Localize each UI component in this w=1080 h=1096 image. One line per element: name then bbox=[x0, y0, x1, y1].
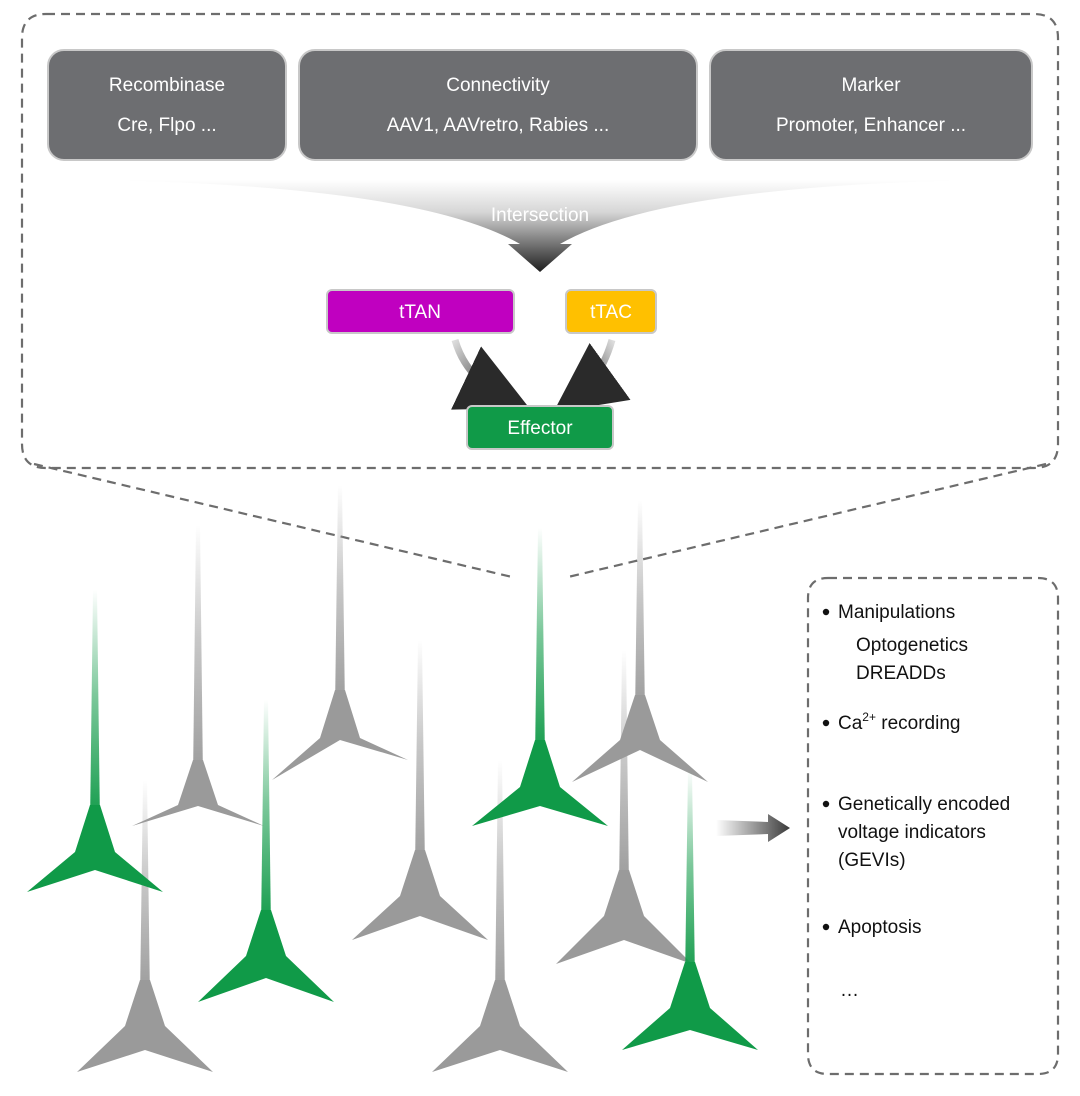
intersection-funnel-arrow bbox=[100, 180, 980, 272]
tTAN-label: tTAN bbox=[399, 302, 441, 323]
mechanism-frame bbox=[20, 12, 1060, 470]
ca-superscript: 2+ bbox=[862, 710, 876, 724]
item-ellipsis: … bbox=[840, 980, 859, 1001]
item-apoptosis: Apoptosis bbox=[838, 917, 921, 938]
connectivity-examples: AAV1, AAVretro, Rabies ... bbox=[387, 115, 609, 136]
gray-neuron bbox=[556, 650, 692, 964]
gray-neuron bbox=[77, 780, 213, 1072]
item-ca-recording: Ca2+ recording bbox=[838, 710, 960, 734]
item-gevi-line2: voltage indicators bbox=[838, 822, 986, 843]
green-neuron bbox=[622, 770, 758, 1050]
marker-title: Marker bbox=[841, 75, 901, 96]
green-neuron bbox=[198, 700, 334, 1002]
bullet bbox=[822, 608, 830, 616]
to-applications-arrow bbox=[716, 814, 790, 842]
intersection-label: Intersection bbox=[491, 205, 589, 226]
item-dreadds: DREADDs bbox=[856, 663, 946, 684]
item-manipulations: Manipulations bbox=[838, 602, 955, 623]
effector-label: Effector bbox=[507, 418, 573, 439]
green-neuron bbox=[27, 590, 163, 892]
ca-prefix: Ca bbox=[838, 713, 863, 734]
recombinase-box: Recombinase Cre, Flpo ... bbox=[47, 49, 287, 161]
bullet bbox=[822, 800, 830, 808]
tTAN-box: tTAN bbox=[326, 289, 515, 334]
applications-list: Manipulations Optogenetics DREADDs Ca2+ … bbox=[822, 602, 1010, 1001]
tTAN-to-effector-arrow bbox=[451, 338, 530, 410]
tTAC-box: tTAC bbox=[565, 289, 657, 334]
bullet bbox=[822, 719, 830, 727]
zoom-line-left bbox=[33, 462, 513, 579]
green-neuron bbox=[472, 528, 608, 826]
tTAC-to-effector-arrow bbox=[553, 339, 631, 413]
connectivity-box: Connectivity AAV1, AAVretro, Rabies ... bbox=[298, 49, 698, 161]
effector-box: Effector bbox=[466, 405, 614, 450]
neuron-population bbox=[27, 485, 758, 1072]
recombinase-title: Recombinase bbox=[109, 75, 225, 96]
gray-neuron bbox=[132, 525, 264, 826]
gray-neuron bbox=[432, 760, 568, 1072]
marker-examples: Promoter, Enhancer ... bbox=[776, 115, 966, 136]
bullet bbox=[822, 923, 830, 931]
ca-suffix: recording bbox=[876, 713, 961, 734]
connectivity-title: Connectivity bbox=[446, 75, 550, 96]
gray-neuron bbox=[352, 640, 488, 940]
item-gevi-line3: (GEVIs) bbox=[838, 850, 906, 871]
gray-neuron bbox=[572, 500, 708, 782]
marker-box: Marker Promoter, Enhancer ... bbox=[709, 49, 1033, 161]
item-gevi-line1: Genetically encoded bbox=[838, 794, 1010, 815]
zoom-line-right bbox=[567, 462, 1047, 579]
applications-frame bbox=[806, 576, 1060, 1076]
tTAC-label: tTAC bbox=[590, 302, 632, 323]
recombinase-examples: Cre, Flpo ... bbox=[117, 115, 216, 136]
gray-neuron bbox=[272, 485, 408, 780]
item-optogenetics: Optogenetics bbox=[856, 635, 968, 656]
